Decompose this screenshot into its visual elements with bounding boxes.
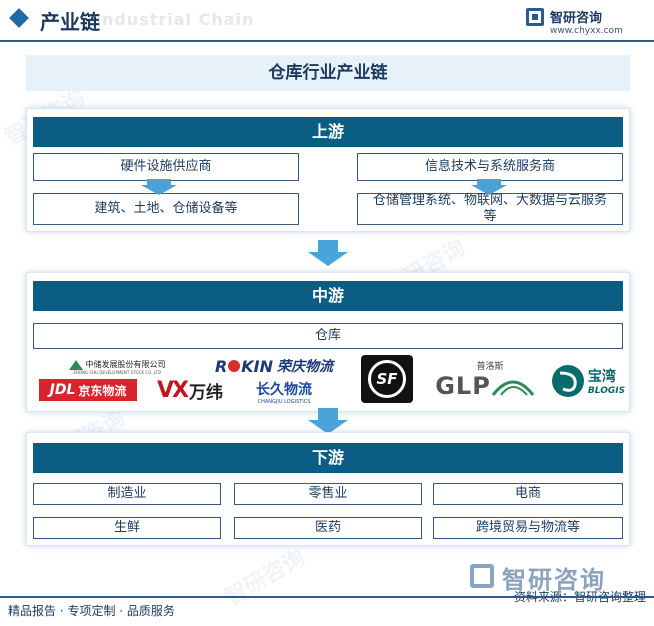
jdl-cn: 京东物流 xyxy=(78,383,127,398)
downstream-item: 生鲜 xyxy=(33,517,221,539)
baowan-swirl-icon xyxy=(551,365,584,397)
glp-text: GLP xyxy=(435,371,491,400)
footer-brand-name: 智研咨询 xyxy=(502,566,606,594)
mountain-icon xyxy=(68,359,83,370)
sf-text: SF xyxy=(376,370,398,388)
brand-url: www.chyxx.com xyxy=(550,26,623,36)
changjiu-cn: 长久物流 xyxy=(256,382,312,398)
diamond-icon xyxy=(9,8,29,28)
changjiu-logo: 长久物流 CHANGJIU LOGISTICS xyxy=(243,379,325,405)
upstream-hardware-detail-box: 建筑、土地、仓储设备等 xyxy=(33,193,299,225)
warehouse-box: 仓库 xyxy=(33,323,623,349)
down-arrow-icon xyxy=(141,179,177,195)
glp-arc-icon xyxy=(491,380,534,396)
downstream-item: 医药 xyxy=(234,517,422,539)
midstream-panel: 中游 仓库 中储发展股份有限公司 ZHONG CHU DEVELOPMENT S… xyxy=(26,272,630,412)
page-title: 产业链 xyxy=(40,10,100,34)
downstream-item: 电商 xyxy=(433,483,623,505)
brand-name: 智研咨询 xyxy=(550,11,603,26)
rokin-kin: KIN xyxy=(241,356,274,376)
baowan-logo: 宝湾 BLOGIS xyxy=(547,361,629,401)
down-arrow-icon xyxy=(308,240,348,266)
jdl-text: JDL xyxy=(49,382,76,398)
page-header: Industrial Chain 产业链 智研咨询 www.chyxx.com xyxy=(0,0,654,40)
upstream-panel: 上游 硬件设施供应商 建筑、土地、仓储设备等 信息技术与系统服务商 仓储管理系统… xyxy=(26,108,630,232)
sf-logo: SF xyxy=(361,355,413,403)
brand-mark-icon xyxy=(526,8,544,26)
upstream-header: 上游 xyxy=(33,117,623,147)
rokin-cn: 荣庆物流 xyxy=(277,359,334,375)
brand-logo: 智研咨询 www.chyxx.com xyxy=(526,6,646,40)
footer-divider xyxy=(0,596,654,598)
footer-slogan: 精品报告 · 专项定制 · 品质服务 xyxy=(8,604,175,618)
downstream-header: 下游 xyxy=(33,443,623,473)
vx-text: VX xyxy=(157,377,189,403)
changjiu-en: CHANGJIU LOGISTICS xyxy=(257,399,311,405)
vx-logo: VX 万纬 xyxy=(143,377,237,403)
upstream-it-box: 信息技术与系统服务商 xyxy=(357,153,623,181)
header-divider xyxy=(0,40,654,42)
downstream-item: 零售业 xyxy=(234,483,422,505)
zhongchu-name: 中储发展股份有限公司 xyxy=(85,360,166,369)
jdl-logo: JDL 京东物流 xyxy=(39,379,137,401)
upstream-hardware-box: 硬件设施供应商 xyxy=(33,153,299,181)
rokin-logo: R KIN 荣庆物流 xyxy=(199,355,349,377)
sf-circle-icon: SF xyxy=(368,360,406,398)
baowan-cn: 宝湾 xyxy=(587,369,616,385)
footer-brand-mark-icon xyxy=(470,564,494,588)
vx-cn: 万纬 xyxy=(189,382,223,403)
upstream-it-detail-box: 仓储管理系统、物联网、大数据与云服务等 xyxy=(357,193,623,225)
header-ghost-text: Industrial Chain xyxy=(95,10,255,29)
chain-title: 仓库行业产业链 xyxy=(26,55,630,91)
downstream-panel: 下游 制造业 零售业 电商 生鲜 医药 跨境贸易与物流等 xyxy=(26,432,630,546)
rokin-r: R xyxy=(214,356,228,376)
down-arrow-icon xyxy=(471,179,507,195)
downstream-item: 跨境贸易与物流等 xyxy=(433,517,623,539)
glp-logo: 普洛斯 GLP xyxy=(433,357,537,401)
down-arrow-icon xyxy=(308,408,348,434)
baowan-en: BLOGIS xyxy=(587,386,626,396)
glp-cn: 普洛斯 xyxy=(476,361,504,372)
midstream-header: 中游 xyxy=(33,281,623,311)
downstream-item: 制造业 xyxy=(33,483,221,505)
zhongchu-logo: 中储发展股份有限公司 ZHONG CHU DEVELOPMENT STOCK C… xyxy=(57,357,177,377)
zhongchu-en: ZHONG CHU DEVELOPMENT STOCK CO.,LTD xyxy=(73,370,161,375)
rokin-circle-icon xyxy=(228,360,241,372)
watermark: 智研咨询 xyxy=(220,545,310,611)
